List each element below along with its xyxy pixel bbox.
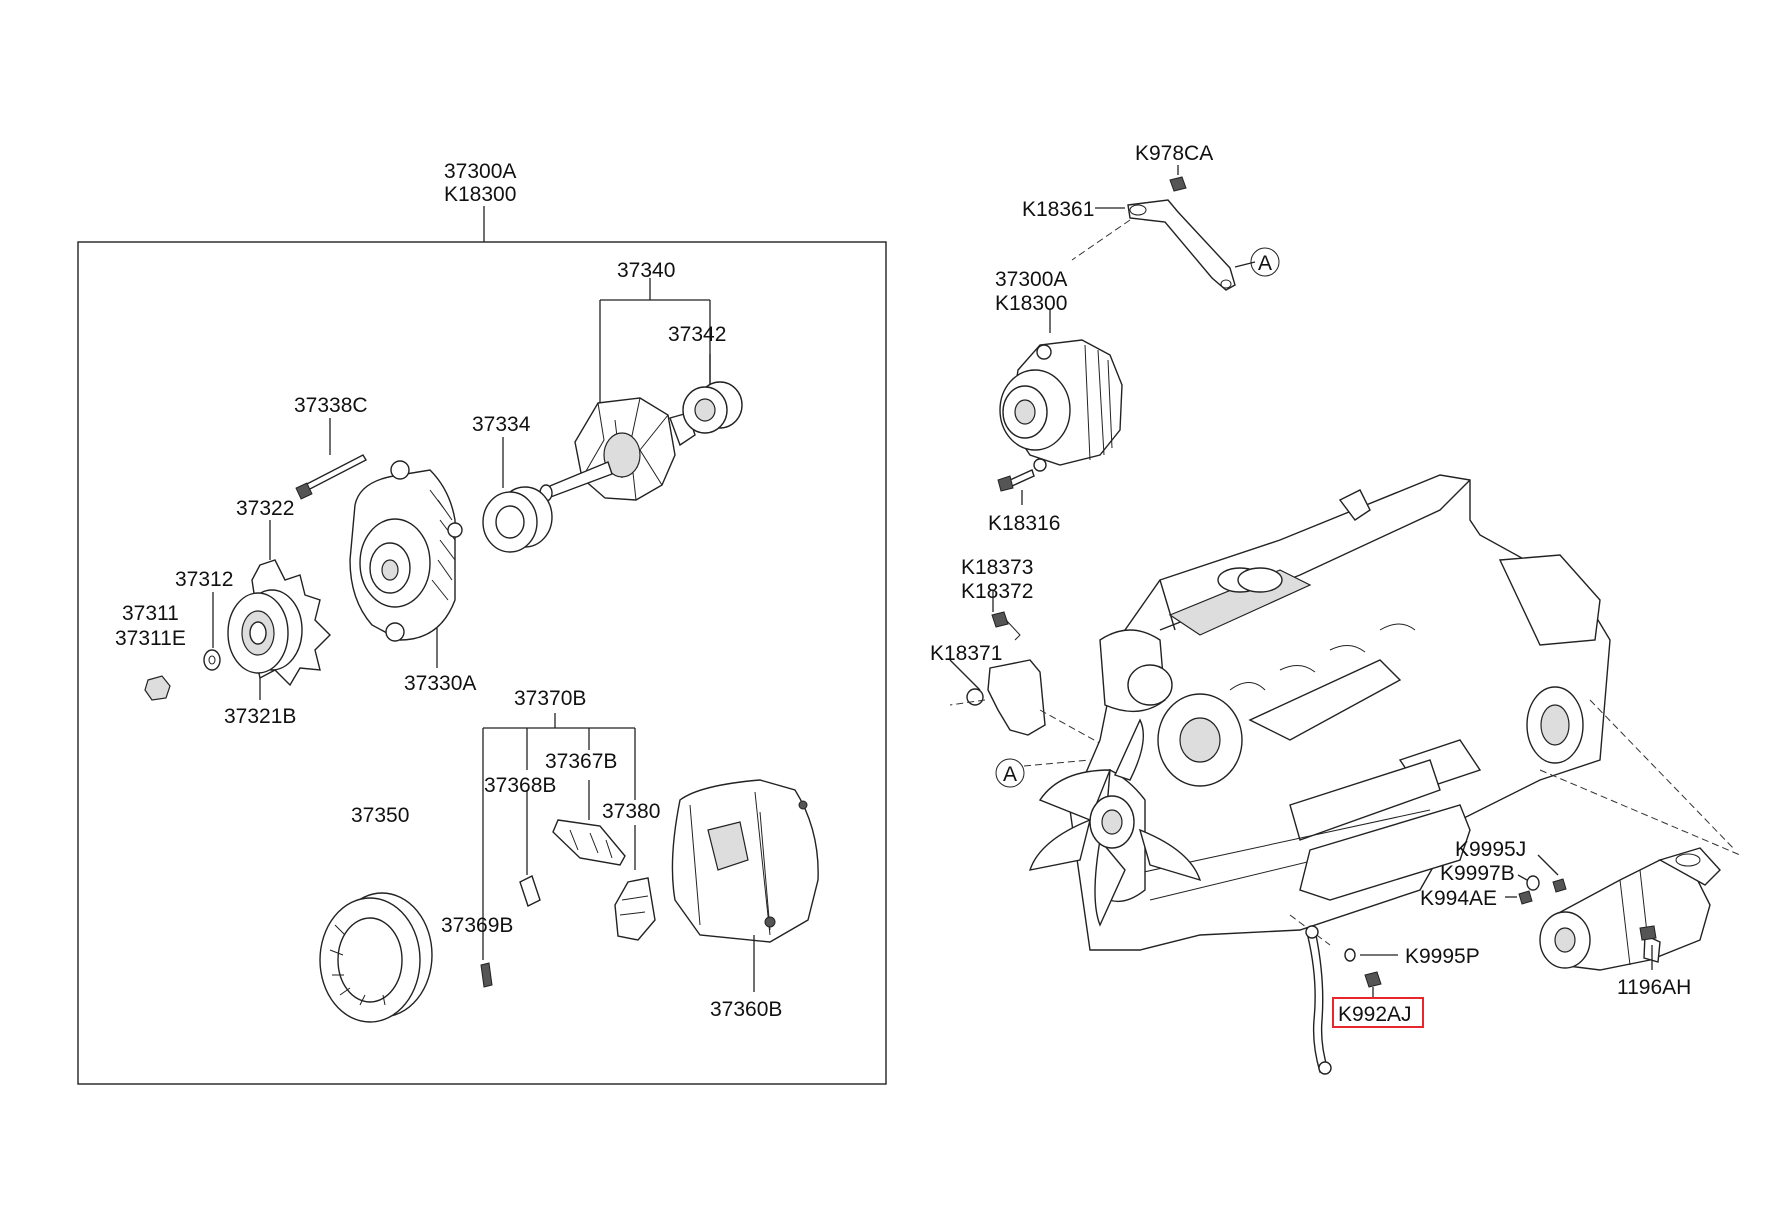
label-37369b[interactable]: 37369B — [441, 914, 513, 937]
label-37338c[interactable]: 37338C — [294, 394, 368, 417]
bearing-37334 — [482, 486, 553, 553]
washer-k9997b — [1526, 875, 1540, 891]
label-k978ca[interactable]: K978CA — [1135, 142, 1213, 165]
label-k9997b[interactable]: K9997B — [1440, 862, 1515, 885]
label-ref-a-left: A — [1003, 763, 1017, 786]
oil-pan — [1299, 804, 1471, 901]
label-37368b[interactable]: 37368B — [484, 774, 556, 797]
label-k994ae[interactable]: K994AE — [1420, 887, 1497, 910]
label-37380[interactable]: 37380 — [602, 800, 660, 823]
label-assembly-37300a[interactable]: 37300A — [444, 160, 516, 183]
reference-a-top — [1250, 247, 1280, 277]
starter-motor — [1539, 847, 1721, 971]
bearing-37342 — [682, 381, 743, 434]
washer-k9995p — [1344, 948, 1356, 962]
part-labels: 37300A K18300 37340 37342 37338C 37334 3… — [115, 142, 1691, 1026]
alternator-exploded-view — [77, 206, 887, 1085]
bracket-k18371 — [987, 659, 1046, 736]
highlight-box — [1332, 997, 1424, 1028]
spring-37369b — [480, 962, 493, 988]
label-37350[interactable]: 37350 — [351, 804, 409, 827]
label-37321b[interactable]: 37321B — [224, 705, 296, 728]
brush-holder-37367b — [552, 819, 626, 866]
reference-a-left — [995, 758, 1025, 788]
label-37342[interactable]: 37342 — [668, 323, 726, 346]
engine-fan — [1028, 718, 1202, 927]
label-k18316[interactable]: K18316 — [988, 512, 1060, 535]
washer-37312 — [203, 649, 221, 671]
stator-37350 — [319, 892, 433, 1023]
label-k18371[interactable]: K18371 — [930, 642, 1002, 665]
label-37330a[interactable]: 37330A — [404, 672, 476, 695]
bracket-k18361 — [1127, 199, 1236, 291]
engine-assembly-view — [949, 165, 1741, 1075]
nut-k994ae — [1518, 890, 1533, 905]
label-k18373[interactable]: K18373 — [961, 556, 1033, 579]
label-ref-a-top: A — [1258, 252, 1272, 275]
label-37312[interactable]: 37312 — [175, 568, 233, 591]
bolt-k18316 — [1009, 469, 1035, 487]
front-housing-37330a — [349, 460, 463, 642]
regulator-37380 — [614, 877, 656, 941]
label-37340[interactable]: 37340 — [617, 259, 675, 282]
label-37334[interactable]: 37334 — [472, 413, 531, 436]
label-engine-k18300[interactable]: K18300 — [995, 292, 1067, 315]
label-assembly-k18300[interactable]: K18300 — [444, 183, 516, 206]
label-37311[interactable]: 37311 — [122, 602, 179, 625]
label-37367b[interactable]: 37367B — [545, 750, 617, 773]
label-37360b[interactable]: 37360B — [710, 998, 782, 1021]
nut-k992aj — [1364, 971, 1382, 988]
label-k18361[interactable]: K18361 — [1022, 198, 1094, 221]
label-engine-37300a[interactable]: 37300A — [995, 268, 1067, 291]
alternator-frame — [77, 241, 887, 1085]
label-1196ah[interactable]: 1196AH — [1617, 976, 1691, 999]
label-k9995j[interactable]: K9995J — [1455, 838, 1526, 861]
brush-37368b — [519, 875, 541, 907]
alternator-assembly — [999, 339, 1123, 472]
label-k9995p[interactable]: K9995P — [1405, 945, 1480, 968]
label-37370b[interactable]: 37370B — [514, 687, 586, 710]
rear-housing-37360b — [671, 779, 819, 943]
ground-cable — [1307, 934, 1329, 1073]
label-k992aj[interactable]: K992AJ — [1338, 1003, 1412, 1026]
label-37311e[interactable]: 37311E — [115, 627, 186, 650]
washer-k9995j — [1552, 878, 1567, 893]
pulley-37321b — [227, 589, 303, 674]
label-k18372[interactable]: K18372 — [961, 580, 1033, 603]
through-bolt-37338c — [295, 454, 367, 500]
nut-37311 — [144, 675, 171, 701]
label-37322[interactable]: 37322 — [236, 497, 294, 520]
rotor-part — [539, 397, 696, 502]
